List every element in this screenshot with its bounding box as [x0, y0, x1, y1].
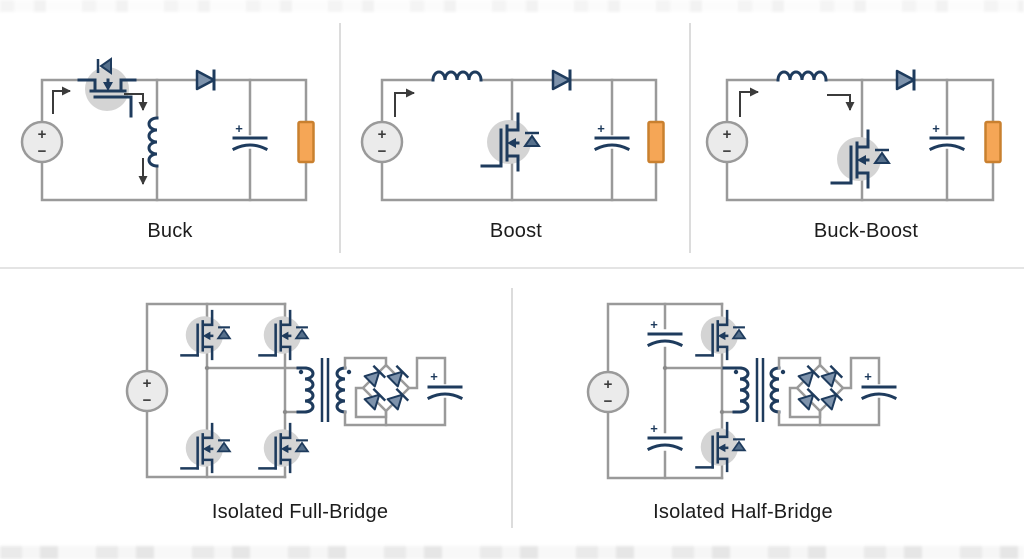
rectifier-bridge-icon: + — [343, 356, 463, 427]
inductor-icon — [431, 70, 483, 82]
source-plus: + — [604, 376, 613, 393]
winding-dot — [780, 369, 786, 375]
inductor-icon — [147, 116, 159, 168]
source-minus: − — [143, 392, 152, 409]
buck-circuit: + − + — [20, 57, 315, 202]
mosfet-icon — [258, 422, 310, 474]
capacitor-plus: + — [430, 369, 438, 384]
voltage-source-icon: + − — [705, 120, 749, 164]
source-plus: + — [143, 375, 152, 392]
diode-icon — [551, 69, 572, 91]
rectifier-bridge-icon: + — [777, 356, 897, 427]
mosfet-icon — [480, 112, 541, 172]
voltage-source-icon: + − — [20, 120, 64, 164]
capacitor-plus: + — [597, 121, 605, 136]
top-crop-noise-strip — [0, 0, 1024, 12]
junction-dot — [662, 365, 668, 371]
transformer-icon — [296, 358, 352, 422]
label-isolated-full-bridge: Isolated Full-Bridge — [211, 501, 389, 523]
mosfet-icon — [695, 421, 747, 473]
source-minus: − — [604, 393, 613, 410]
current-arrow — [394, 88, 415, 117]
capacitor-plus: + — [235, 121, 243, 136]
capacitor-plus: + — [932, 121, 940, 136]
source-plus: + — [378, 126, 387, 143]
mosfet-icon — [695, 309, 747, 361]
label-buck: Buck — [147, 220, 193, 242]
capacitor-icon — [647, 332, 683, 347]
voltage-source-icon: + − — [360, 120, 404, 164]
diode-icon — [195, 69, 216, 91]
load-resistor-icon — [984, 120, 1002, 164]
capacitor-icon — [232, 136, 268, 151]
capacitor-icon — [929, 136, 965, 151]
mosfet-icon — [180, 309, 232, 361]
junction-dot — [282, 409, 288, 415]
boost-circuit: + − + — [360, 69, 665, 202]
current-arrow — [52, 86, 71, 114]
mosfet-icon — [180, 422, 232, 474]
capacitor-plus: + — [650, 317, 658, 332]
source-minus: − — [378, 143, 387, 160]
current-arrow — [739, 87, 759, 117]
mosfet-icon — [830, 129, 891, 189]
mosfet-icon — [77, 57, 137, 118]
current-arrow — [124, 93, 148, 111]
panel-dividers — [0, 23, 1024, 528]
winding-dot — [733, 369, 739, 375]
buck-boost-circuit: + − + — [705, 69, 1002, 202]
capacitor-plus: + — [650, 421, 658, 436]
source-minus: − — [38, 143, 47, 160]
label-isolated-half-bridge: Isolated Half-Bridge — [653, 501, 833, 523]
inductor-icon — [776, 70, 828, 82]
junction-dot — [204, 365, 210, 371]
bottom-crop-noise-strip — [0, 546, 1024, 559]
source-plus: + — [723, 126, 732, 143]
mosfet-icon — [258, 309, 310, 361]
transformer-icon — [722, 358, 786, 422]
isolated-full-bridge-circuit: + − — [125, 302, 463, 479]
voltage-source-icon: + − — [125, 369, 169, 413]
isolated-half-bridge-circuit: + − + + — [586, 302, 897, 480]
load-resistor-icon — [297, 120, 315, 164]
source-minus: − — [723, 143, 732, 160]
capacitor-plus: + — [864, 369, 872, 384]
label-buck-boost: Buck-Boost — [813, 220, 919, 242]
winding-dot — [298, 369, 304, 375]
load-resistor-icon — [647, 120, 665, 164]
diode-icon — [895, 69, 916, 91]
junction-dot — [719, 409, 725, 415]
current-arrow — [827, 94, 855, 111]
voltage-source-icon: + − — [586, 370, 630, 414]
winding-dot — [346, 369, 352, 375]
label-boost: Boost — [489, 220, 543, 242]
capacitor-icon — [647, 436, 683, 451]
capacitor-icon — [594, 136, 630, 151]
capacitor-icon — [861, 385, 897, 400]
source-plus: + — [38, 126, 47, 143]
capacitor-icon — [427, 385, 463, 400]
